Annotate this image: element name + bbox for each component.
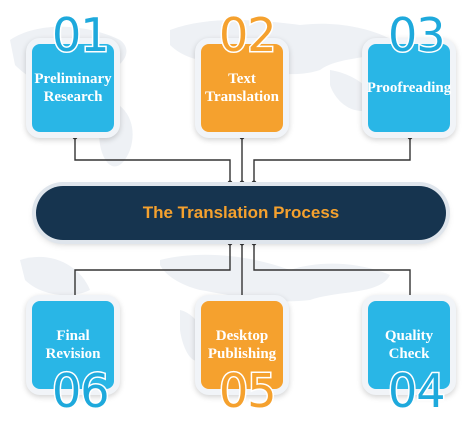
connector-step-04 (253, 244, 411, 300)
step-card-06: Final Revision (26, 295, 120, 395)
step-label-05: Desktop Publishing (207, 328, 277, 362)
connector-dot (239, 180, 245, 186)
step-label-03: Proofreading (366, 80, 452, 96)
connector-dot (251, 180, 257, 186)
hub-title: The Translation Process (142, 203, 340, 222)
step-number-03: 03 (387, 8, 448, 62)
step-number-02: 02 (218, 8, 279, 62)
hub-pill: The Translation Process (36, 186, 446, 240)
step-label-06: Final Revision (45, 328, 101, 362)
step-number-04: 04 (387, 364, 448, 418)
step-card-03: Proofreading (362, 38, 456, 138)
connector-step-06 (74, 244, 231, 300)
step-label-01: Preliminary Research (34, 71, 112, 105)
step-label-04: Quality Check (384, 328, 434, 362)
connector-dot (227, 240, 233, 246)
step-card-02: Text Translation (195, 38, 289, 138)
connector-step-03 (253, 135, 411, 182)
connector-dot (251, 240, 257, 246)
step-number-05: 05 (218, 364, 279, 418)
connector-dot (227, 180, 233, 186)
step-card-04: Quality Check (362, 295, 456, 395)
step-card-01: Preliminary Research (26, 38, 120, 138)
step-number-06: 06 (51, 364, 112, 418)
connector-step-01 (74, 135, 231, 182)
step-number-01: 01 (51, 8, 112, 62)
step-label-02: Text Translation (205, 71, 279, 105)
connector-dot (239, 240, 245, 246)
step-card-05: Desktop Publishing (195, 295, 289, 395)
